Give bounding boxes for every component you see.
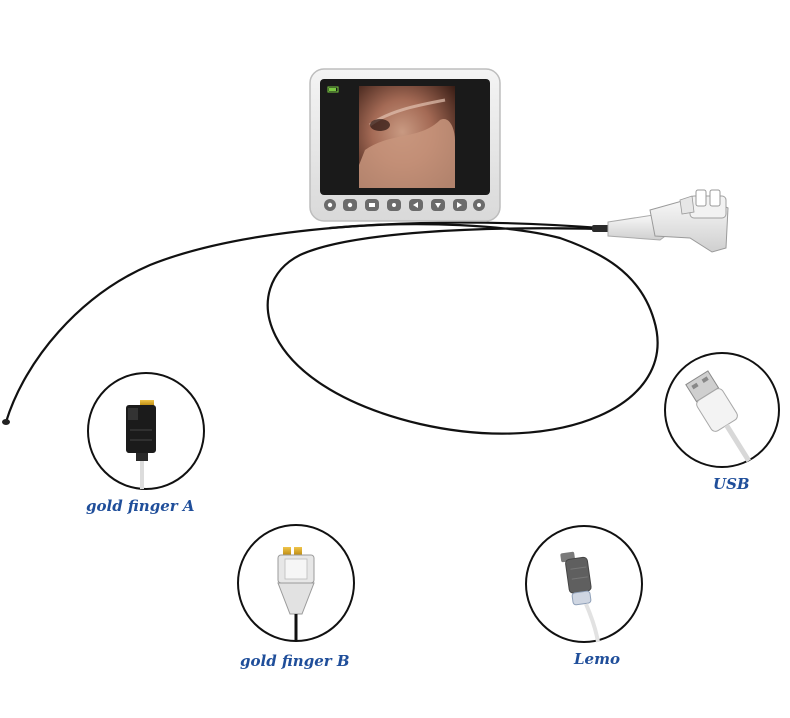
label-gold-finger-b: gold finger B (240, 652, 350, 670)
monitor-device (309, 68, 501, 222)
connector-lemo (525, 525, 643, 643)
label-usb: USB (713, 475, 750, 493)
insertion-cable (4, 221, 659, 435)
connector-gold-finger-a (87, 372, 205, 490)
cable-tip (2, 419, 10, 425)
connector-usb (664, 352, 780, 468)
label-gold-finger-a: gold finger A (86, 497, 195, 515)
scope-handle (592, 189, 729, 253)
connector-gold-finger-b (237, 524, 355, 642)
label-lemo: Lemo (574, 650, 620, 668)
battery-icon (327, 86, 339, 93)
control-buttons (324, 199, 485, 211)
